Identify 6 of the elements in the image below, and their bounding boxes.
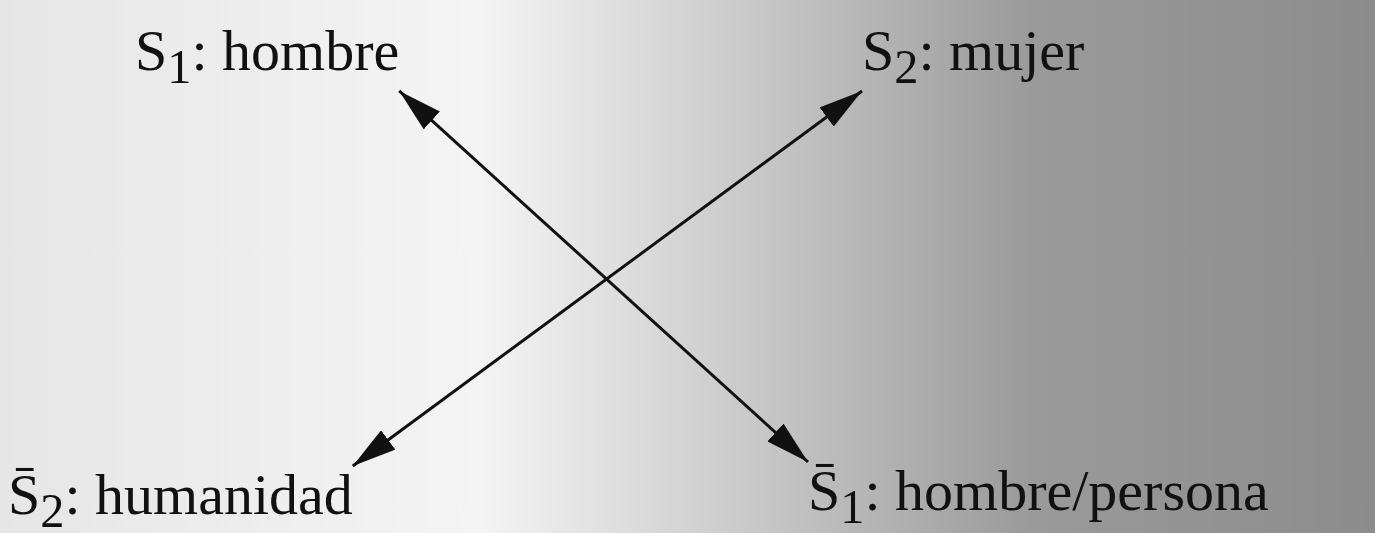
double-headed-arrow <box>351 89 863 468</box>
term-label: S̄$_{1}$: hombre/persona <box>808 462 1269 531</box>
term-label: S$_{2}$: mujer <box>862 22 1085 91</box>
term-label: S$_{1}$: hombre <box>135 22 400 91</box>
term-label: S̄$_{2}$: humanidad <box>8 466 353 533</box>
double-headed-arrow <box>398 89 809 464</box>
